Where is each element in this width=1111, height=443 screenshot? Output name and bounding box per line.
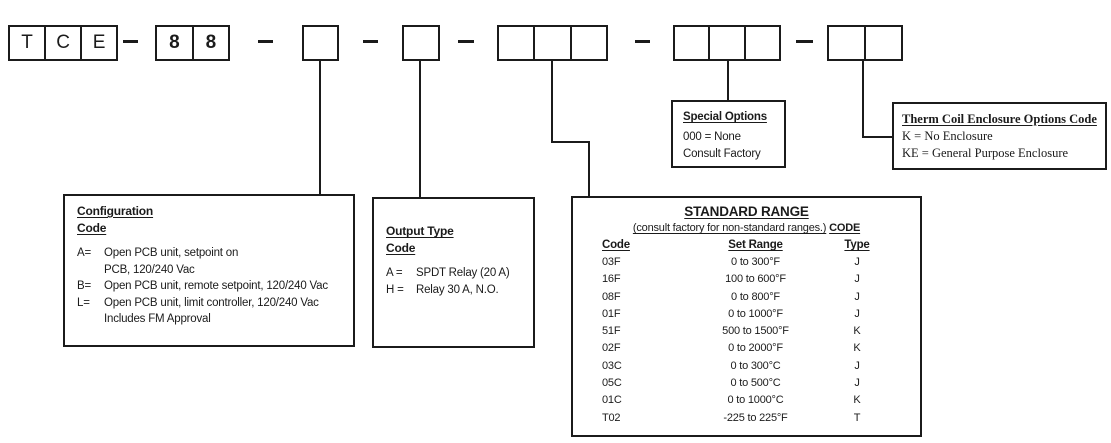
table-row: 02F 0 to 2000°F K	[602, 342, 861, 355]
output-type-item-code: A =	[386, 267, 403, 279]
connector-enclosure-vertical	[862, 61, 864, 138]
code-cell-prefix-3: E	[80, 27, 116, 59]
connector-range-jog	[551, 141, 590, 143]
configuration-item-code: B=	[77, 280, 91, 292]
configuration-title: Configuration	[77, 204, 154, 218]
column-header-set-range: Set Range	[728, 239, 783, 251]
code-cell-enclosure-1	[829, 27, 864, 59]
connector-enclosure-horizontal	[862, 136, 892, 138]
dash-separator	[258, 40, 273, 43]
configuration-code-label: Code	[77, 221, 107, 235]
enclosure-option-k: K = No Enclosure	[902, 129, 993, 143]
configuration-item-desc: Open PCB unit, limit controller, 120/240…	[104, 296, 319, 309]
special-options-title: Special Options	[683, 111, 767, 123]
standard-range-subtitle-code: CODE	[829, 222, 861, 234]
table-row: 05C 0 to 500°C J	[602, 377, 860, 390]
configuration-item-desc: Open PCB unit, setpoint on	[104, 247, 239, 259]
standard-range-table: Code Set Range Type 03F 0 to 300°F J 16F…	[575, 237, 918, 427]
table-row: 01C 0 to 1000°C K	[602, 394, 861, 407]
code-group-configuration	[302, 25, 339, 61]
configuration-item-l: L= Open PCB unit, limit controller, 120/…	[77, 295, 341, 328]
standard-range-title: STANDARD RANGE	[684, 204, 809, 219]
output-type-callout: Output Type Code A = SPDT Relay (20 A) H…	[372, 197, 535, 348]
configuration-item-b: B= Open PCB unit, remote setpoint, 120/2…	[77, 278, 341, 295]
connector-special-options	[727, 61, 729, 100]
connector-configuration	[319, 61, 321, 194]
code-cell-configuration	[304, 27, 337, 59]
output-type-item-desc: Relay 30 A, N.O.	[416, 283, 499, 296]
code-cell-range-2	[533, 27, 569, 59]
code-group-standard-range	[497, 25, 608, 61]
configuration-item-code: L=	[77, 296, 90, 309]
dash-separator	[363, 40, 378, 43]
table-row: 16F 100 to 600°F J	[602, 273, 860, 286]
code-group-prefix: T C E	[8, 25, 118, 61]
enclosure-callout: Therm Coil Enclosure Options Code K = No…	[892, 102, 1107, 170]
configuration-item-desc-line2: Includes FM Approval	[104, 313, 211, 325]
code-cell-prefix-2: C	[44, 27, 80, 59]
table-row: 03C 0 to 300°C J	[602, 359, 860, 372]
code-cell-special-2	[708, 27, 743, 59]
special-options-none: 000 = None	[683, 131, 741, 143]
configuration-item-code: A=	[77, 247, 91, 259]
code-group-model: 8 8	[155, 25, 230, 61]
standard-range-subtitle: (consult factory for non-standard ranges…	[632, 222, 827, 234]
dash-separator	[635, 40, 650, 43]
output-type-item-a: A = SPDT Relay (20 A)	[386, 265, 521, 282]
code-cell-model-2: 8	[191, 27, 229, 59]
output-type-item-code: H =	[386, 283, 404, 296]
connector-range-lower	[588, 141, 590, 197]
configuration-item-desc: Open PCB unit, remote setpoint, 120/240 …	[104, 280, 328, 292]
enclosure-title: Therm Coil Enclosure Options Code	[902, 112, 1097, 126]
configuration-item-desc-line2: PCB, 120/240 Vac	[104, 263, 195, 276]
code-cell-enclosure-2	[864, 27, 901, 59]
code-cell-prefix-1: T	[21, 32, 33, 53]
special-options-callout: Special Options 000 = None Consult Facto…	[671, 100, 786, 168]
code-cell-range-1	[499, 27, 533, 59]
enclosure-option-ke: KE = General Purpose Enclosure	[902, 146, 1069, 160]
table-row: T02 -225 to 225°F T	[602, 411, 861, 424]
special-options-consult: Consult Factory	[683, 147, 761, 160]
column-header-type: Type	[844, 239, 870, 251]
table-row: 08F 0 to 800°F J	[602, 290, 860, 303]
connector-output-type	[419, 61, 421, 197]
column-header-code: Code	[602, 239, 630, 251]
output-type-code-label: Code	[386, 241, 416, 255]
code-group-output-type	[402, 25, 440, 61]
connector-range-upper	[551, 61, 553, 143]
code-cell-model-1: 8	[169, 32, 180, 53]
table-header-row: Code Set Range Type	[575, 237, 918, 254]
code-cell-special-3	[743, 27, 779, 59]
standard-range-callout: STANDARD RANGE (consult factory for non-…	[571, 196, 922, 437]
table-row: 03F 0 to 300°F J	[602, 256, 860, 268]
output-type-title: Output Type	[386, 224, 454, 238]
table-row: 51F 500 to 1500°F K	[602, 325, 861, 338]
dash-separator	[123, 40, 138, 43]
code-group-enclosure	[827, 25, 903, 61]
configuration-callout: Configuration Code A= Open PCB unit, set…	[63, 194, 355, 347]
code-cell-range-3	[569, 27, 606, 59]
output-type-item-desc: SPDT Relay (20 A)	[416, 267, 510, 279]
output-type-item-h: H = Relay 30 A, N.O.	[386, 282, 521, 299]
code-cell-special-1	[675, 27, 708, 59]
dash-separator	[458, 40, 474, 43]
configuration-item-a: A= Open PCB unit, setpoint on PCB, 120/2…	[77, 245, 341, 278]
code-cell-output-type	[404, 27, 438, 59]
table-row: 01F 0 to 1000°F J	[602, 307, 860, 320]
dash-separator	[796, 40, 813, 43]
code-group-special-options	[673, 25, 781, 61]
